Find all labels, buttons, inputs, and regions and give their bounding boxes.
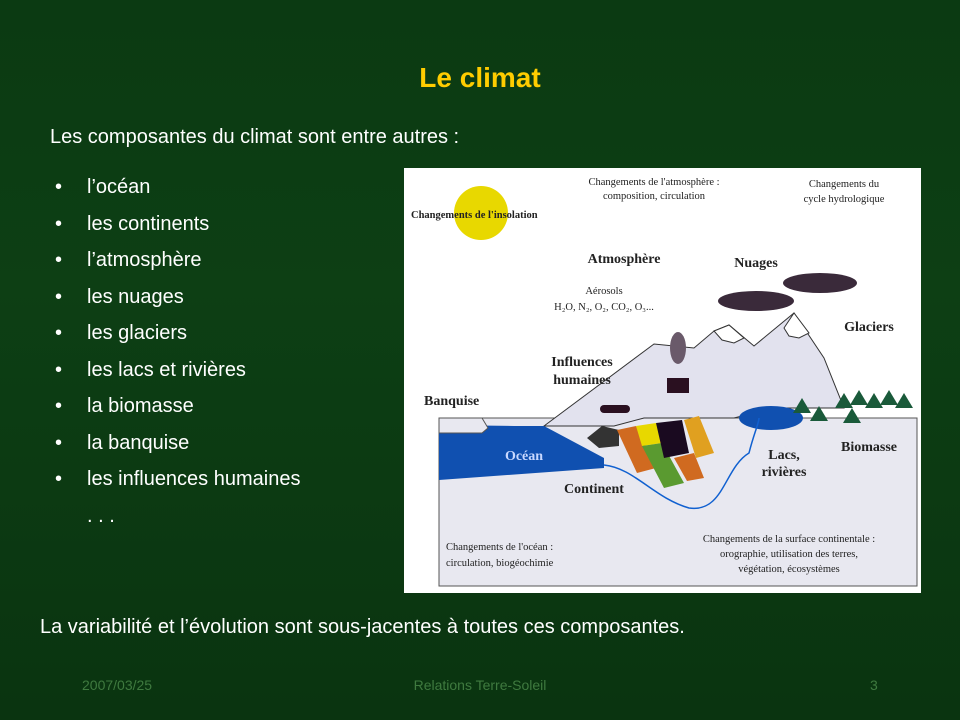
bullet-icon: • [55, 285, 63, 308]
bullet-icon: • [55, 249, 63, 271]
trees-icon [793, 390, 913, 423]
bullet-list: • l’océan • les continents • l’atmosphère •… [55, 176, 300, 541]
list-item: • la banquise [55, 432, 300, 469]
field-shape [636, 423, 662, 446]
bullet-text: les lacs et rivières [87, 358, 246, 381]
car-icon [600, 405, 630, 413]
glacier-shape [713, 324, 745, 344]
list-item: • les glaciers [55, 322, 300, 359]
label-biomass: Biomasse [841, 440, 897, 455]
field-shape [587, 426, 619, 448]
bullet-text: la banquise [87, 431, 190, 454]
bullet-icon: • [55, 395, 63, 417]
bullet-text: les nuages [87, 285, 184, 308]
label-aerosols: Aérosols [585, 286, 622, 297]
list-item: • les continents [55, 213, 300, 250]
page-number: 3 [870, 677, 878, 693]
label-hydro-change: Changements du [809, 179, 880, 190]
lake-shape [739, 406, 803, 430]
bullet-icon: • [55, 176, 63, 198]
slide-title: Le climat [419, 62, 541, 93]
label-lakes: Lacs, [768, 448, 800, 463]
label-rivers: rivières [762, 465, 807, 480]
label-ocean: Océan [505, 449, 543, 464]
cloud-icon [718, 291, 794, 311]
label-human-influences-2: humaines [553, 373, 611, 388]
conclusion-text: La variabilité et l’évolution sont sous-… [40, 616, 685, 638]
label-hydro-change-detail: cycle hydrologique [804, 194, 885, 205]
label-atmosphere: Atmosphère [588, 252, 661, 267]
intro-text: Les composantes du climat sont entre aut… [50, 126, 460, 148]
bullet-icon: • [55, 212, 63, 235]
label-ocean-change-detail: circulation, biogéochimie [446, 558, 554, 569]
climate-system-diagram: Changements de l'insolation Changements … [404, 168, 921, 593]
bullet-text: l’atmosphère [87, 249, 202, 271]
bullet-text: les influences humaines [87, 468, 301, 490]
list-item: • les nuages [55, 286, 300, 323]
bullet-icon: • [55, 322, 63, 344]
footer-title: Relations Terre-Soleil [413, 677, 547, 693]
cloud-icon [783, 273, 857, 293]
bullet-text: les glaciers [87, 322, 188, 344]
list-item: • la biomasse [55, 395, 300, 432]
label-glaciers: Glaciers [844, 320, 894, 335]
mountains-shape [542, 312, 845, 427]
glacier-shape [783, 312, 810, 339]
list-item: • l’océan [55, 176, 300, 213]
bullet-icon: • [55, 431, 63, 454]
label-surface-change: Changements de la surface continentale : [703, 534, 875, 545]
river-line [603, 417, 760, 509]
bullet-text: la biomasse [87, 395, 194, 417]
field-shape [642, 443, 684, 488]
list-item: • l’atmosphère [55, 249, 300, 286]
label-gases: H₂O, N₂, O₂, CO₂, O₃... [554, 302, 654, 313]
list-item: • les influences humaines [55, 468, 300, 505]
label-atmosphere-change-detail: composition, circulation [603, 191, 706, 202]
field-shape [674, 453, 704, 481]
bullet-text: les continents [87, 212, 210, 235]
bullet-text: l’océan [87, 176, 151, 198]
label-atmosphere-change: Changements de l'atmosphère : [588, 177, 719, 188]
label-human-influences: Influences [551, 355, 613, 370]
factory-icon [667, 378, 689, 393]
label-surface-change-detail-2: végétation, écosystèmes [738, 564, 839, 575]
ocean-shape [439, 425, 604, 480]
field-shape [656, 420, 689, 458]
smoke-icon [670, 332, 686, 364]
label-insolation: Changements de l'insolation [411, 210, 538, 221]
list-item-more: . . . [55, 505, 300, 542]
label-clouds: Nuages [734, 256, 778, 271]
field-shape [617, 426, 656, 473]
bullet-icon: • [55, 468, 63, 490]
sea-ice-shape [438, 417, 489, 434]
footer-date: 2007/03/25 [82, 677, 153, 693]
field-shape [684, 416, 714, 458]
label-ocean-change: Changements de l'océan : [446, 542, 553, 553]
sun-icon [454, 186, 508, 240]
label-surface-change-detail: orographie, utilisation des terres, [720, 549, 858, 560]
label-continent: Continent [564, 482, 624, 497]
label-sea-ice: Banquise [424, 394, 479, 409]
bullet-icon: • [55, 358, 63, 381]
list-item: • les lacs et rivières [55, 359, 300, 396]
ellipsis-text: . . . [87, 504, 115, 527]
